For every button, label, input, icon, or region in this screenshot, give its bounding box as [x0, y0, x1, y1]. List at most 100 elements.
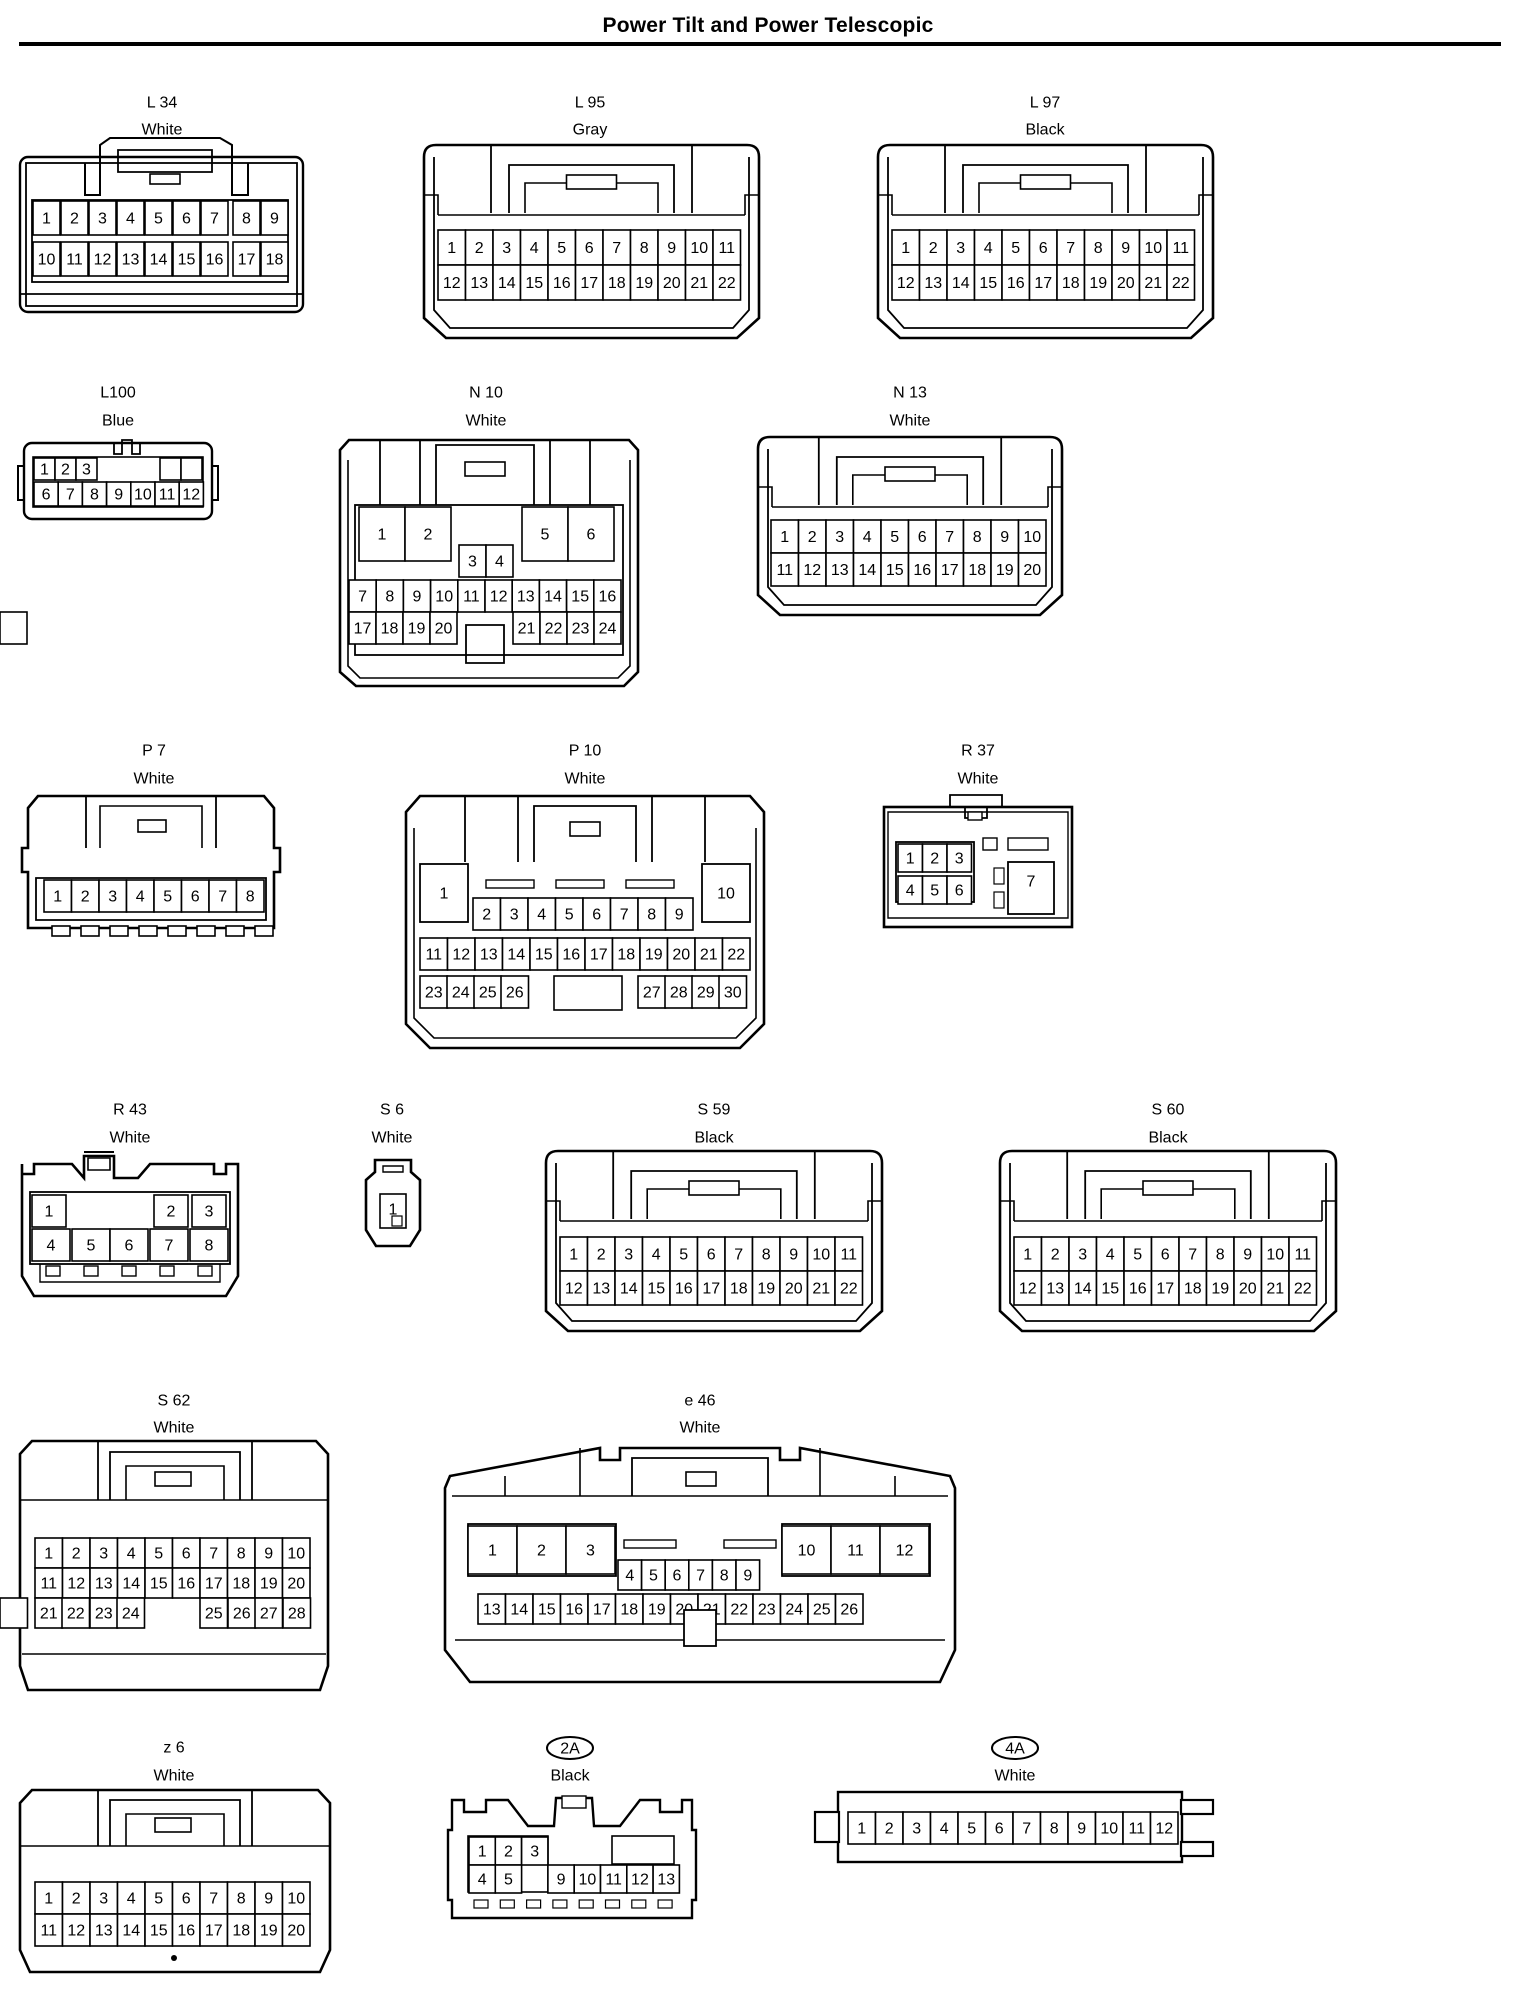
pin-number: 11: [1172, 240, 1189, 257]
connector-outline: [555, 879, 605, 889]
pin-number: 9: [270, 211, 279, 228]
pin-cell: [751, 1270, 781, 1306]
connector-e46: e 46White1231011124567891314151617181920…: [443, 1393, 957, 1684]
pin-number: 20: [287, 1923, 305, 1940]
pin-cell: [191, 1194, 227, 1228]
pin-number: 22: [67, 1606, 85, 1623]
pin-number: 3: [468, 554, 477, 571]
connector-outline: [758, 486, 1062, 507]
pin-number: 13: [1046, 1281, 1064, 1298]
connector-color: White: [680, 1420, 721, 1437]
pin-cell: [144, 200, 173, 236]
connector-outline: [612, 1151, 816, 1219]
latch-tab: [578, 1899, 594, 1909]
connector-code-oval: [991, 1736, 1039, 1760]
pin-number: 3: [98, 211, 107, 228]
pin-cell: [614, 1236, 644, 1272]
connector-outline: [544, 1149, 884, 1333]
pin-number: 25: [205, 1606, 223, 1623]
connector-outline: [435, 444, 535, 505]
pin-number: 19: [645, 947, 663, 964]
pin-cell: [88, 200, 117, 236]
connector-outline: [887, 811, 1069, 919]
pin-number: 24: [599, 621, 617, 638]
pin-cell: [116, 241, 145, 277]
connector-code: L 97: [1030, 95, 1061, 112]
pin-number: 4: [652, 1247, 661, 1264]
connector-outline: [756, 435, 1064, 617]
pin-cell: [494, 1836, 523, 1866]
pin-cell: [929, 1811, 959, 1845]
connector-outline: [404, 794, 766, 1050]
pin-number: 12: [1155, 1821, 1173, 1838]
pin-number: 10: [578, 1872, 596, 1889]
pin-number: 5: [154, 1546, 163, 1563]
pin-cell: [89, 1913, 119, 1947]
pin-number: 8: [1050, 1821, 1059, 1838]
pin-number: 26: [233, 1606, 251, 1623]
pin-number: 4: [136, 889, 145, 906]
pin-cell: [61, 1597, 91, 1629]
pin-number: 10: [1144, 240, 1162, 257]
pin-number: 8: [1216, 1247, 1225, 1264]
pin-number: 11: [40, 1923, 57, 1940]
connector-outline: [109, 1799, 241, 1846]
pin-cell: [614, 1270, 644, 1306]
pin-number: 10: [287, 1891, 305, 1908]
pin-number: 16: [206, 252, 224, 269]
pin-cell: [116, 1913, 146, 1947]
connector-color: White: [142, 122, 183, 139]
pin-number: 4: [495, 554, 504, 571]
connector-outline: [569, 821, 601, 837]
pin-number: 20: [663, 275, 681, 292]
pin-cell: [573, 1864, 602, 1894]
pin-number: 13: [480, 947, 498, 964]
pin-cell: [664, 897, 694, 931]
pin-number: 1: [1023, 1247, 1032, 1264]
pin-number: 11: [847, 1543, 864, 1560]
pin-cell: [614, 1593, 644, 1625]
pin-number: 21: [1266, 1281, 1284, 1298]
connector-outline: [688, 1180, 740, 1196]
pin-cell: [467, 1525, 518, 1575]
pin-number: 7: [620, 907, 629, 924]
pin-cell: [172, 241, 201, 277]
pin-number: 17: [702, 1281, 720, 1298]
pin-cell: [891, 264, 921, 301]
pin-number: 15: [535, 947, 553, 964]
pin-number: 7: [945, 529, 954, 546]
pin-number: 3: [82, 462, 91, 479]
pin-number: 7: [165, 1238, 174, 1255]
pin-cell: [1040, 1270, 1070, 1306]
pin-number: 8: [1094, 240, 1103, 257]
pin-number: 7: [209, 1546, 218, 1563]
pin-cell: [254, 1597, 284, 1629]
connector-outline: [767, 449, 1053, 606]
pin-cell: [1166, 264, 1196, 301]
pin-number: 6: [918, 529, 927, 546]
pin-cell: [89, 1567, 119, 1599]
pin-number: 16: [553, 275, 571, 292]
pin-number: 4: [984, 240, 993, 257]
pin-cell: [880, 519, 910, 554]
pin-number: 19: [648, 1602, 666, 1619]
connector-color: Blue: [102, 413, 134, 430]
pin-cell: [891, 229, 921, 266]
connector-outline: [17, 465, 219, 501]
pin-cell: [684, 264, 714, 301]
connector-code: N 13: [893, 385, 927, 402]
pin-cell: [199, 1567, 229, 1599]
connector-code: e 46: [684, 1393, 715, 1410]
pin-cell: [592, 579, 622, 613]
pin-cell: [834, 1593, 864, 1625]
pin-number: 2: [597, 1247, 606, 1264]
connector-outline: [1007, 861, 1055, 915]
pin-number: 1: [378, 527, 387, 544]
pin-number: 29: [697, 985, 715, 1002]
connector-color: White: [154, 1420, 195, 1437]
pin-cell: [962, 552, 992, 587]
pin-number: 5: [565, 907, 574, 924]
pin-number: 18: [730, 1281, 748, 1298]
